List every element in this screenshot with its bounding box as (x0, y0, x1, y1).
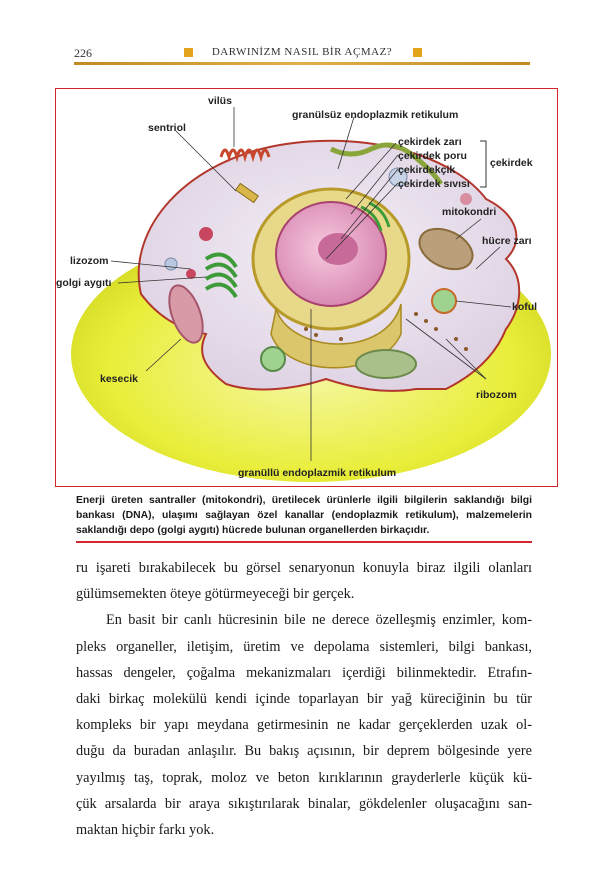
text-line: maktan hiçbir farkı yok. (76, 822, 215, 839)
running-title: DARWINİZM NASIL BİR AÇMAZ? (211, 46, 393, 58)
label-nucleoplasm: çekirdek sıvısı (398, 178, 470, 190)
text-line: gülümsemekten öteye götürmeyeceği bir ge… (76, 586, 355, 603)
vesicle (164, 257, 178, 271)
nucleus-bracket (480, 140, 487, 188)
label-vacuole: koful (512, 301, 538, 313)
label-nucleolus: çekirdekçik (398, 164, 456, 176)
text-line: duğu da buradan anlaşılır. Bu bakış açıs… (76, 743, 532, 760)
label-lysosome: lizozom (70, 255, 109, 267)
label-nuclear-pore: çekirdek poru (398, 150, 467, 162)
paragraph-1: ru işareti bırakabilecek bu görsel senar… (76, 555, 532, 607)
smooth-er (329, 142, 444, 186)
text-line: hassas dengeler, çoğalma mekanizmaları i… (76, 664, 532, 681)
label-smooth-er: granülsüz endoplazmik retikulum (292, 109, 459, 121)
label-mitochondria: mitokondri (442, 206, 497, 218)
lysosome (199, 227, 213, 241)
text-line: pleks organeller, iletişim, üretim ve de… (76, 638, 532, 655)
label-cell-membrane: hücre zarı (482, 235, 532, 247)
label-golgi: golgi aygıtı (56, 277, 112, 289)
lysosome-small (186, 269, 196, 279)
label-vesicle: kesecik (100, 373, 138, 385)
centriole (234, 182, 260, 204)
cell-illustration (71, 107, 551, 482)
vacuole (431, 288, 457, 314)
text-line: ru işareti bırakabilecek bu görsel senar… (76, 560, 532, 576)
header-ornament-right (413, 48, 422, 57)
running-header: 226 DARWINİZM NASIL BİR AÇMAZ? (74, 40, 530, 70)
leader-lines (110, 107, 512, 461)
header-ornament-left (184, 48, 193, 57)
label-nucleus: çekirdek (490, 157, 533, 169)
label-nuclear-envelope: çekirdek zarı (398, 136, 462, 148)
mitochondrion-bottom (355, 349, 417, 379)
body-text: ru işareti bırakabilecek bu görsel senar… (76, 555, 532, 843)
cell-diagram-figure: vilüs sentriol granülsüz endoplazmik ret… (55, 88, 558, 487)
header-rule (74, 62, 530, 65)
text-line: daki birkaç molekülü kendi içinde toparl… (76, 691, 532, 708)
label-vilus: vilüs (208, 95, 232, 107)
label-rough-er: granüllü endoplazmik retikulum (238, 467, 397, 479)
ribosomes (304, 312, 468, 351)
paragraph-2: En basit bir canlı hücresinin bile ne de… (76, 607, 532, 843)
figure-caption: Enerji üreten santraller (mitokondri), ü… (76, 495, 532, 536)
label-ribosome: ribozom (476, 389, 517, 401)
nucleolus (318, 233, 358, 265)
golgi-apparatus (204, 252, 238, 299)
text-line: En basit bir canlı hücresinin bile ne de… (106, 612, 532, 629)
text-line: yayılmış taş, toprak, moloz ve beton kır… (76, 769, 532, 786)
text-line: kompleks bir yapı meydana getirmesinin n… (76, 717, 532, 734)
microvilli (219, 148, 271, 163)
vesicle-top (388, 167, 408, 187)
mitochondrion-left (168, 284, 204, 344)
vesicle-right (460, 193, 472, 205)
page-number: 226 (74, 46, 92, 60)
caption-rule (76, 541, 532, 543)
golgi-apparatus-right (360, 201, 391, 232)
label-sentriol: sentriol (148, 122, 186, 134)
vacuole-small (260, 346, 286, 372)
mitochondrion-right (418, 227, 474, 271)
text-line: çük arsalarda bir araya sıkıştırılarak b… (76, 795, 532, 812)
